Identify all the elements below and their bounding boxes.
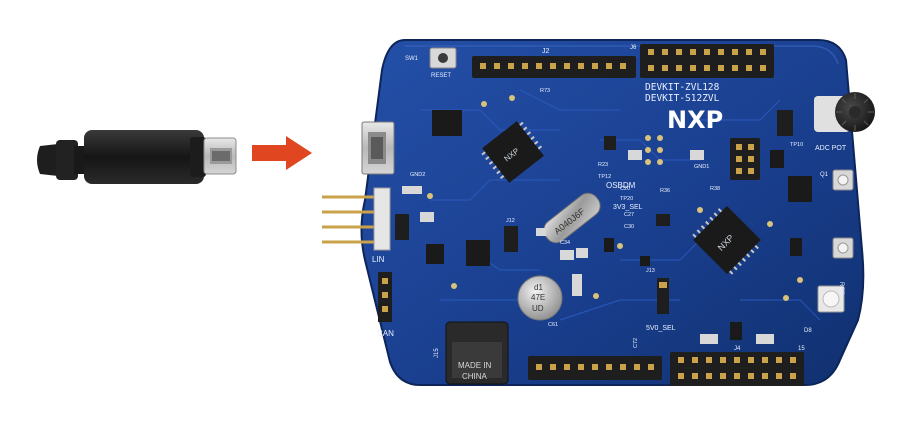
jumper-j11 [604,136,616,150]
jumper-3v3 [656,214,670,226]
smd-part [730,322,742,340]
label-reset: RESET [431,73,451,79]
header-j4 [670,352,804,386]
label-q1: Q1 [820,172,829,178]
label-sw1: SW1 [405,56,419,62]
label-tp12: TP12 [598,174,611,180]
smd-part [756,334,774,344]
label-c72: C72 [633,338,639,348]
smd-part [790,238,802,256]
adc-potentiometer [814,92,875,132]
label-rgb: RGB [838,282,844,295]
label-tp10: TP10 [790,142,803,148]
header-j2 [472,56,636,78]
usb-cable [37,130,237,184]
label-r23: R23 [598,162,608,168]
label-gnd2: GND2 [410,172,425,178]
smd-chip-lin [466,240,490,266]
label-adc-pot: ADC POT [815,145,847,152]
label-devkit-zvl: DEVKIT-ZVL128 [645,82,720,93]
label-c61: C61 [548,322,558,328]
label-c34: C34 [560,240,570,246]
label-3v3-sel: 3V3_SEL [613,204,643,211]
jumper-right [777,110,793,136]
smd-part [628,150,642,160]
label-j12: J12 [506,218,515,224]
label-j15: J15 [434,348,440,358]
label-tp20: TP20 [620,196,633,202]
smd-part [700,334,718,344]
cap-mark-3: UD [532,304,544,313]
smd-chip-regulator [432,110,462,136]
osbdm-header [730,138,760,180]
electrolytic-capacitor: d1 47E UD [517,275,563,321]
smd-part [604,238,614,252]
user-button-top [832,169,854,191]
cap-mark-2: 47E [531,293,545,302]
transistor-q1 [788,176,812,202]
label-j2: J2 [542,48,550,55]
lin-connector [322,187,391,251]
header-bottom-left [528,356,662,380]
user-button-bottom [832,237,854,259]
label-devkit-s12: DEVKIT-S12ZVL [645,93,720,104]
label-c20: C20 [620,186,630,192]
test-points [427,95,803,301]
rgb-led [817,285,845,313]
smd-chip-can [426,244,444,264]
label-c30: C30 [624,224,634,230]
label-15: 15 [798,346,805,352]
smd-part [402,186,422,194]
inductor: MADE IN CHINA [445,321,509,385]
header-j6 [640,44,774,78]
cap-mark-1: d1 [534,283,543,292]
reset-button [429,47,457,69]
label-osbdm: OSBDM [606,181,636,190]
label-5v0-sel: 5V0_SEL [646,325,676,332]
label-j4: J4 [734,346,741,352]
pcb-board: J2 J6 SW1 RESET DEVKIT-ZVL128 DEVKIT-S12… [322,39,875,386]
label-lin: LIN [372,255,385,264]
smd-part [536,228,546,236]
smd-part [560,250,574,260]
label-j6: J6 [630,45,637,51]
label-j13: J13 [646,268,655,274]
label-can: CAN [377,329,394,338]
label-gnd1: GND1 [694,164,709,170]
smd-part [420,212,434,222]
label-c27: C27 [624,212,634,218]
inductor-mark-1: MADE IN [458,361,492,370]
label-d8: D8 [804,328,812,334]
inductor-mark-2: CHINA [462,372,488,381]
label-r38: R38 [710,186,720,192]
nxp-logo: NXP [667,106,723,134]
label-r36: R36 [660,188,670,194]
jumper-j12 [504,226,518,252]
smd-part [690,150,704,160]
smd-part [640,256,650,266]
jumper-lin [395,214,409,240]
board-usb-port [361,121,395,175]
osbdm-chip: NXP [481,121,544,183]
smd-part [572,274,582,296]
smd-part [576,248,588,258]
label-r73: R73 [540,88,550,94]
insert-arrow [252,136,312,170]
smd-part [770,150,784,168]
